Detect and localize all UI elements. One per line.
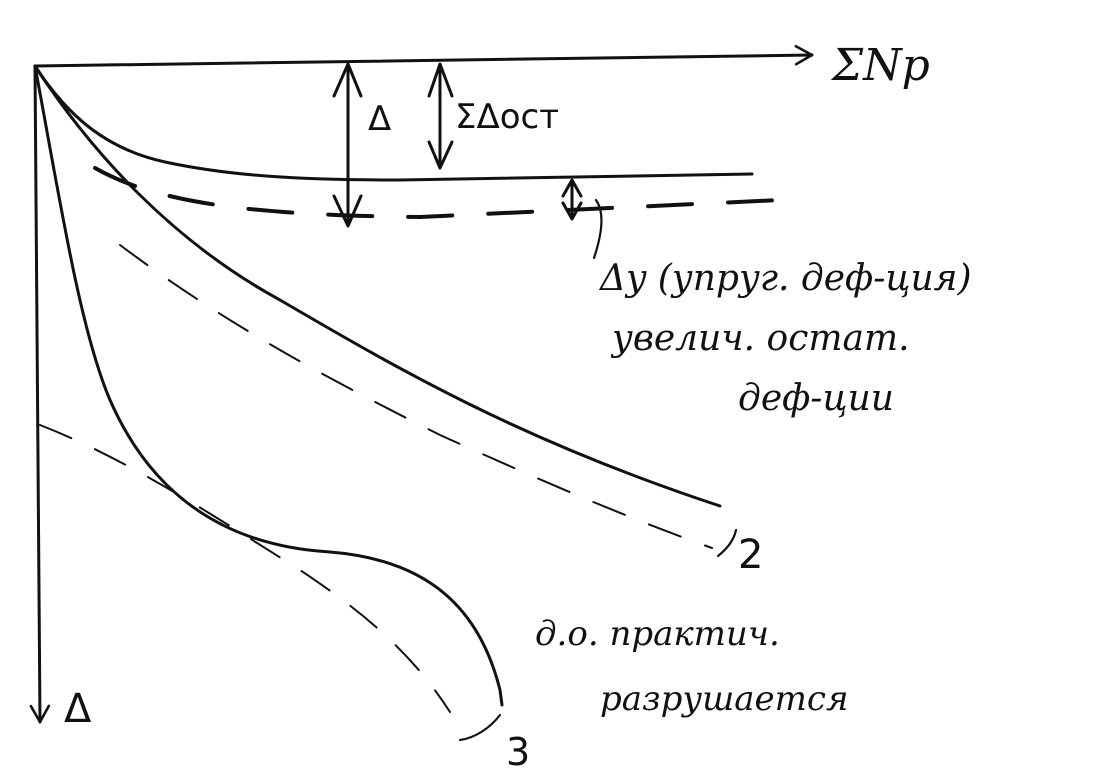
elastic-leader-line xyxy=(592,198,603,260)
curve-1 xyxy=(33,64,754,182)
x-axis xyxy=(33,44,814,68)
elastic-annotation-line2: увелич. остат. xyxy=(610,318,910,359)
total-deformation-arrowhead-top xyxy=(332,62,363,98)
failure-annotation-line1: д.о. практич. xyxy=(535,614,780,654)
curve-2-tick xyxy=(716,528,738,558)
elastic-deformation-arrowhead-bottom xyxy=(561,201,583,221)
y-axis-label: Δ xyxy=(64,686,92,732)
residual-deformation-arrowhead-top xyxy=(427,62,454,98)
elastic-annotation-line1: Δy (упруг. деф-ция) xyxy=(598,258,972,299)
curve-1-dashed xyxy=(93,166,782,220)
failure-annotation-line2: разрушается xyxy=(600,679,848,719)
residual-deformation-arrowhead-bottom xyxy=(427,140,454,170)
curve-2-dashed xyxy=(119,244,713,549)
total-deformation-label: Δ xyxy=(368,99,391,139)
curve-2-label: 2 xyxy=(738,532,763,578)
total-deformation-arrowhead-bottom xyxy=(332,194,363,228)
residual-deformation-label: ΣΔост xyxy=(455,97,559,137)
curve-3-label: 3 xyxy=(506,730,530,774)
elastic-deformation-arrowhead-top xyxy=(561,178,583,198)
elastic-annotation-line3: деф-ции xyxy=(738,378,894,419)
y-axis xyxy=(29,64,51,724)
curve-2 xyxy=(33,64,722,508)
curve-3-tick xyxy=(458,713,502,742)
curve-3-dashed xyxy=(39,424,451,713)
x-axis-label: ΣNp xyxy=(830,40,930,91)
